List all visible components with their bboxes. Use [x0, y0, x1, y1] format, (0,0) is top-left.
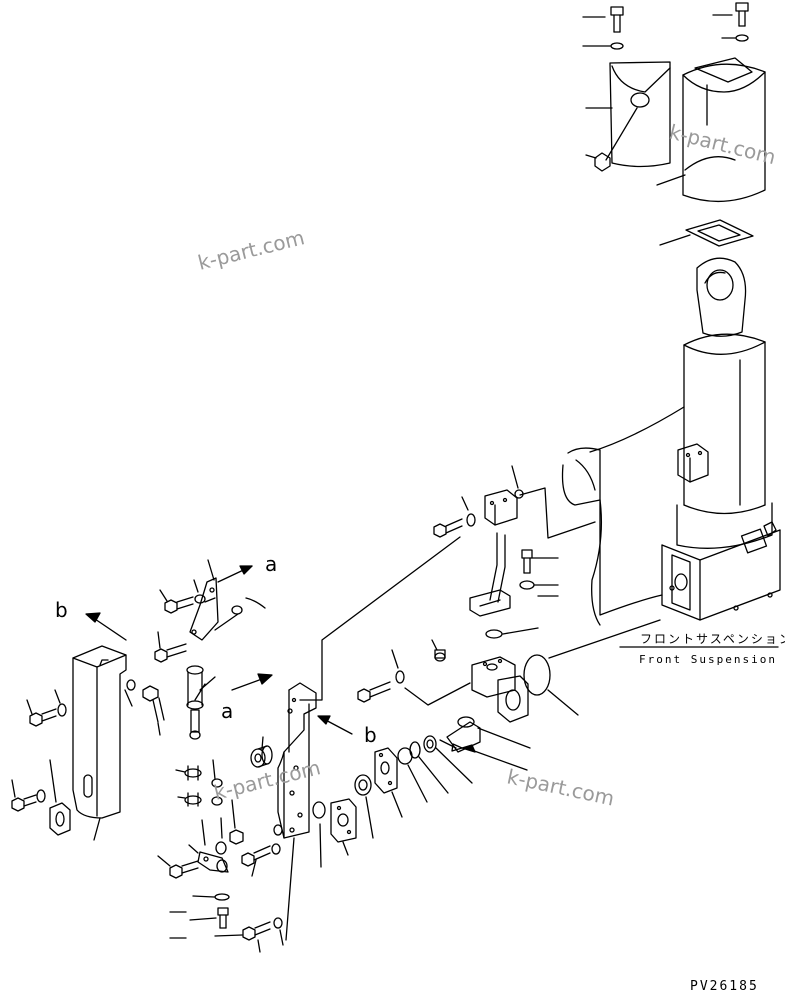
strut-cylinder — [683, 333, 766, 515]
guard-bolt-2 — [142, 685, 165, 723]
plate-washer-2 — [271, 843, 281, 855]
top-washer-right — [735, 34, 749, 42]
top-bolt-left — [610, 6, 624, 33]
adapter-arrow — [439, 739, 457, 749]
arrow-b-right — [317, 715, 353, 735]
plate-bolt-1 — [241, 845, 271, 867]
flange-ring — [312, 801, 326, 819]
plate-washer — [273, 824, 283, 836]
shaft-seal-1 — [423, 735, 437, 753]
linkage-washer-1 — [194, 594, 206, 604]
linkage-bracket — [189, 577, 219, 641]
arrow-a-upper — [217, 565, 253, 583]
sleeve — [682, 57, 766, 203]
linkage-bolt-1 — [164, 596, 194, 614]
arrow-a-lower — [231, 673, 273, 691]
flange-b — [330, 798, 357, 843]
flange-a — [374, 747, 398, 794]
watermark-4: k-part.com — [505, 764, 617, 810]
linkage-washer-2 — [231, 605, 243, 615]
elbow-block — [471, 656, 529, 723]
guard-cover — [72, 645, 127, 819]
cover-nut — [594, 152, 611, 172]
ref-a-lower: a — [221, 699, 233, 723]
guard-plate — [49, 802, 71, 836]
o-ring-large — [523, 654, 551, 696]
guard-bolt-1 — [29, 708, 57, 727]
linkage-bolt-2 — [154, 643, 187, 663]
guard-washer-2 — [126, 679, 136, 691]
shaft-ring — [397, 747, 413, 765]
elbow-bolt — [357, 681, 391, 703]
pipe-bracket — [484, 489, 518, 526]
elbow-washer — [395, 670, 405, 684]
adapter-nipple — [446, 716, 481, 753]
ref-b-left: b — [55, 598, 68, 622]
rod-end-2 — [184, 792, 202, 807]
lower-washer — [214, 893, 230, 901]
caption-english: Front Suspension — [639, 653, 777, 666]
arrow-b-left — [85, 612, 127, 641]
guard-bolt-3 — [11, 794, 37, 812]
link-bolt — [169, 860, 199, 879]
pipe-bolt — [521, 549, 533, 574]
elbow-seal — [485, 629, 503, 639]
watermark-3: k-part.com — [211, 755, 322, 805]
strut-arm — [561, 406, 685, 626]
plate-bushing — [250, 745, 273, 768]
cover-plate — [609, 61, 671, 168]
guard-washer-1 — [57, 703, 67, 717]
flange-seal — [354, 774, 372, 796]
lower-bolt-1 — [217, 907, 229, 929]
bracket-bolt — [433, 518, 463, 538]
strut-top-eye — [696, 257, 747, 337]
lower-bolt-2 — [242, 921, 271, 941]
link-nut — [229, 829, 244, 845]
strut-bracket — [677, 443, 709, 483]
pipe-washer — [519, 580, 535, 590]
link-washer — [215, 841, 227, 855]
top-washer-left — [610, 42, 624, 50]
strut-lower-housing — [661, 502, 781, 621]
drawing-number: PV26185 — [690, 979, 759, 994]
link-end-assembly — [197, 851, 229, 873]
ref-b-right: b — [364, 723, 377, 747]
mounting-plate — [277, 682, 317, 839]
ref-a-upper: a — [265, 552, 277, 576]
linkage-cotter — [245, 597, 266, 609]
guard-washer-3 — [36, 789, 46, 803]
elbow-plug — [434, 649, 446, 662]
elbow-pipe — [469, 532, 511, 617]
lower-washer-2 — [273, 917, 283, 929]
top-bolt-right — [735, 2, 749, 27]
bracket-washer — [466, 513, 476, 527]
watermark-1: k-part.com — [195, 225, 306, 275]
rod-washer-1 — [211, 778, 223, 788]
rod-end-1 — [184, 765, 202, 781]
rod-washer-2 — [211, 796, 223, 806]
caption-japanese: フロントサスペンション — [640, 632, 785, 646]
linkage-rod — [186, 665, 206, 740]
gasket — [685, 219, 754, 247]
cover-plate-hole — [630, 92, 650, 108]
